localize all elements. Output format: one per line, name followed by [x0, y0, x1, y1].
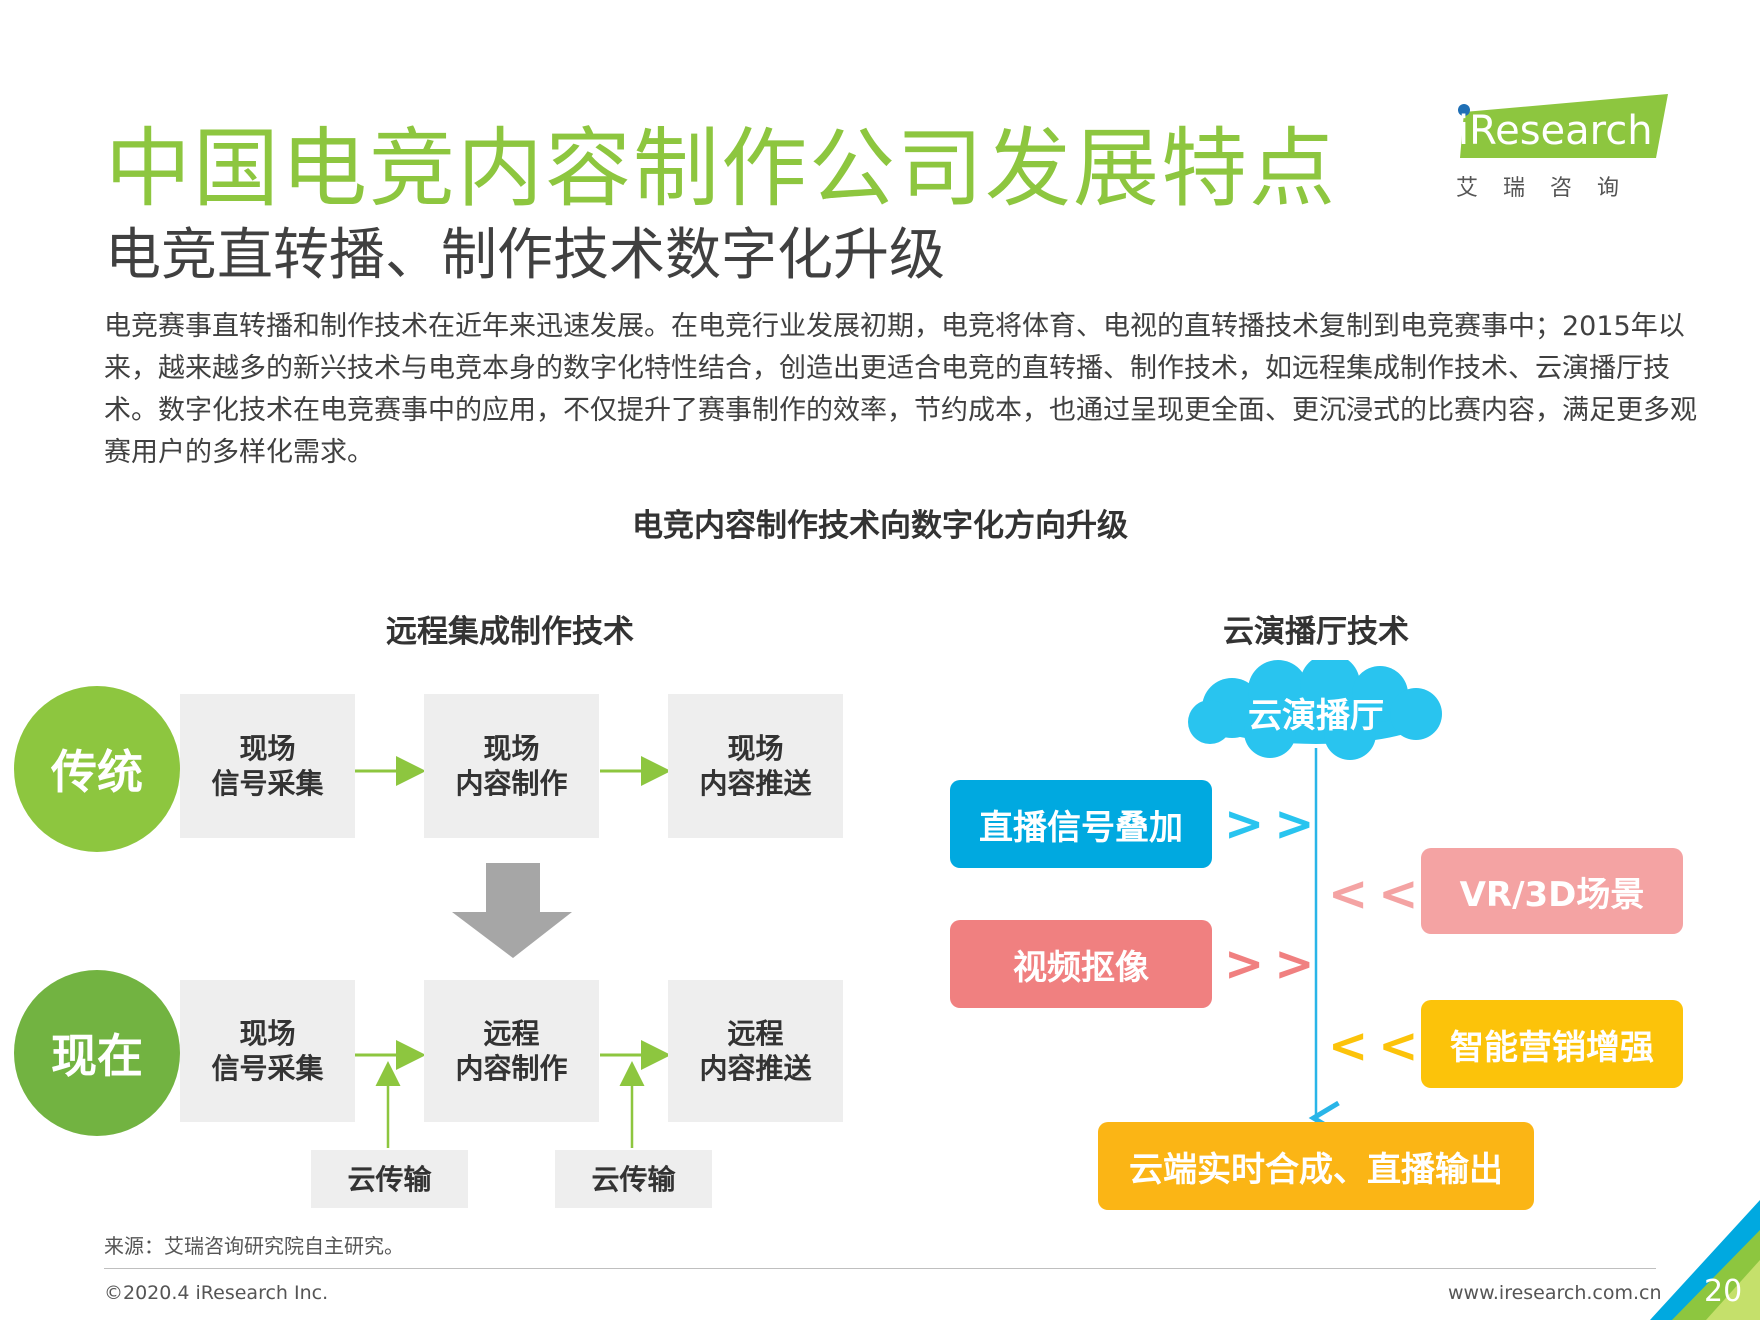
traditional-circle: 传统 — [14, 686, 180, 852]
chevron-right-icon: >> — [1224, 936, 1325, 992]
logo-badge — [1458, 94, 1668, 158]
step-line: 内容制作 — [455, 767, 568, 800]
page-subtitle: 电竞直转播、制作技术数字化升级 — [105, 223, 945, 288]
logo-subtext: 艾瑞咨询 — [1456, 176, 1645, 201]
live-overlay-box: 直播信号叠加 — [950, 780, 1212, 868]
page-number: 20 — [1704, 1274, 1743, 1309]
now-step-1: 现场信号采集 — [180, 980, 355, 1122]
now-step-2: 远程内容制作 — [424, 980, 599, 1122]
cloud-studio-title: 云演播厅技术 — [1223, 614, 1409, 650]
cloud-output-box: 云端实时合成、直播输出 — [1098, 1122, 1534, 1210]
chevron-left-icon: << — [1328, 866, 1429, 922]
cloud-transfer-2: 云传输 — [555, 1150, 712, 1208]
now-circle: 现在 — [14, 970, 180, 1136]
diagram-title: 电竞内容制作技术向数字化方向升级 — [632, 508, 1128, 544]
step-line: 现场 — [239, 732, 296, 765]
video-keying-box: 视频抠像 — [950, 920, 1212, 1008]
intro-paragraph: 电竞赛事直转播和制作技术在近年来迅速发展。在电竞行业发展初期，电竞将体育、电视的… — [104, 311, 1697, 468]
step-line: 信号采集 — [211, 1052, 324, 1085]
step-line: 内容推送 — [699, 1052, 812, 1085]
smart-marketing-box: 智能营销增强 — [1421, 1000, 1683, 1088]
step-line: 现场 — [727, 732, 784, 765]
page-title: 中国电竞内容制作公司发展特点 — [105, 119, 1337, 219]
footer-divider — [104, 1268, 1656, 1269]
cloud-label: 云演播厅 — [1248, 696, 1384, 736]
step-line: 现场 — [239, 1017, 296, 1050]
traditional-step-2: 现场内容制作 — [424, 694, 599, 838]
cloud-shape — [1188, 660, 1442, 760]
source-note: 来源：艾瑞咨询研究院自主研究。 — [104, 1234, 404, 1258]
corner-decoration — [1650, 1200, 1760, 1320]
step-line: 远程 — [483, 1017, 540, 1050]
chevron-right-icon: >> — [1224, 796, 1325, 852]
step-line: 内容推送 — [699, 767, 812, 800]
website-link[interactable]: www.iresearch.com.cn — [1448, 1282, 1662, 1304]
step-line: 现场 — [483, 732, 540, 765]
step-line: 内容制作 — [455, 1052, 568, 1085]
remote-production-title: 远程集成制作技术 — [386, 614, 634, 650]
traditional-step-3: 现场内容推送 — [668, 694, 843, 838]
traditional-step-1: 现场信号采集 — [180, 694, 355, 838]
copyright: ©2020.4 iResearch Inc. — [104, 1282, 329, 1304]
cloud-transfer-1: 云传输 — [311, 1150, 468, 1208]
step-line: 信号采集 — [211, 767, 324, 800]
logo-text: iResearch — [1458, 108, 1653, 154]
chevron-left-icon: << — [1328, 1018, 1429, 1074]
step-line: 远程 — [727, 1017, 784, 1050]
vr-scene-box: VR/3D场景 — [1421, 848, 1683, 934]
now-step-3: 远程内容推送 — [668, 980, 843, 1122]
